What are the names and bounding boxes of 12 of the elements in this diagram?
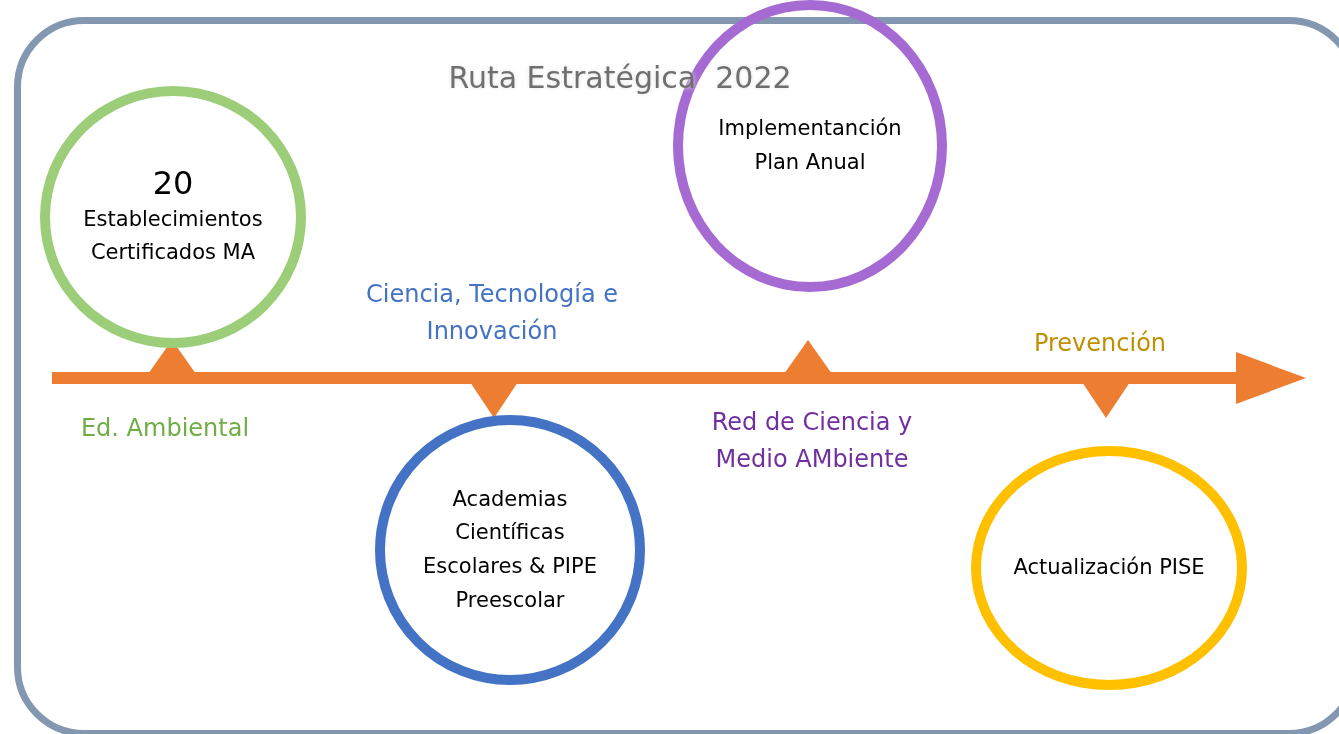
category-label: Ed. Ambiental bbox=[79, 413, 251, 444]
milestone-text: Establecimientos Certificados MA bbox=[82, 205, 264, 267]
category-label: Prevención bbox=[1032, 328, 1168, 359]
milestone-text: Academias Científicas Escolares & PIPE Preescolar bbox=[422, 485, 598, 614]
milestone-text: 20 bbox=[151, 164, 195, 203]
category-label: Ciencia, Tecnología e Innovación bbox=[365, 279, 619, 348]
category-label: Red de Ciencia y Medio AMbiente bbox=[710, 407, 914, 476]
milestone-text: Implementanción Plan Anual bbox=[717, 115, 903, 176]
milestone-circle bbox=[40, 86, 306, 348]
milestone-circle bbox=[375, 415, 645, 685]
milestone-text: Actualización PISE bbox=[1012, 554, 1206, 582]
milestone-circle bbox=[971, 446, 1247, 690]
